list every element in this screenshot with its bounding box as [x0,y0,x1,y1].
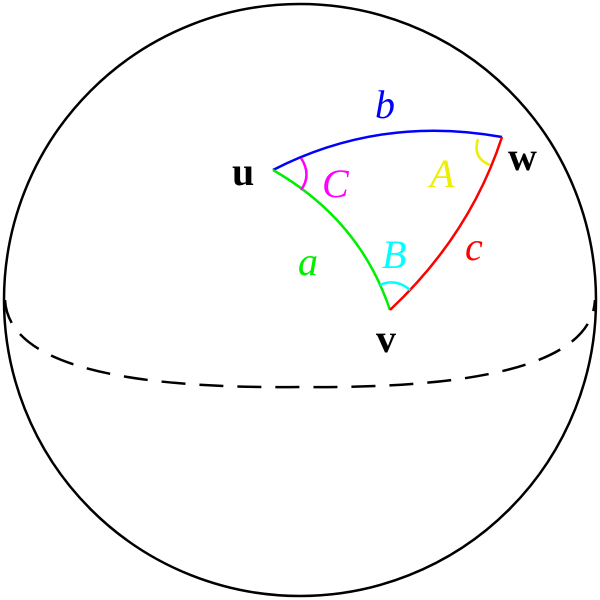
equator-front-dashed [3,299,597,389]
angle-A-arc [475,138,491,167]
side-a-label: a [298,239,318,284]
side-c-label: c [465,224,483,269]
side-c-arc [389,136,504,311]
vertex-u-label: u [232,149,254,194]
side-b-arc [272,129,503,172]
angle-B-label: B [382,232,406,277]
angle-A-label: A [427,151,455,196]
side-a-arc [272,168,392,311]
vertex-v-label: v [376,316,396,361]
vertex-w-label: w [508,134,537,179]
angle-B-arc [379,281,411,291]
angle-C-arc [299,157,308,191]
angle-C-label: C [322,161,350,206]
side-b-label: b [375,82,395,127]
